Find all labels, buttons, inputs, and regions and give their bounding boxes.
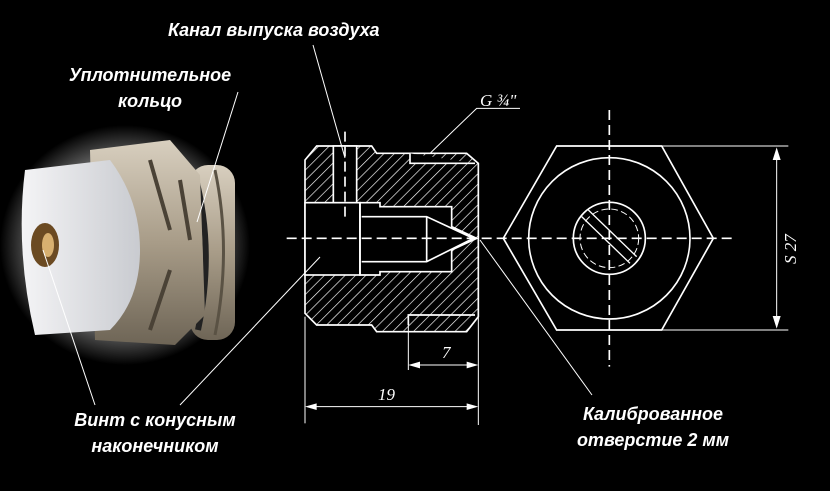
- dim-thread-length: 7: [442, 343, 452, 362]
- label-line: Калиброванное: [582, 404, 724, 424]
- label-line: Винт с конусным: [74, 410, 236, 430]
- label-air-channel: Канал выпуска воздуха: [168, 20, 380, 40]
- leader-lines: [42, 44, 593, 406]
- dim-hex: S 27: [781, 233, 800, 264]
- section-view: [286, 107, 789, 425]
- thread-label: G ¾": [480, 91, 517, 110]
- label-line: кольцо: [118, 91, 182, 111]
- label-line: наконечником: [91, 436, 219, 456]
- dim-length: 19: [378, 385, 396, 404]
- label-cone-screw: Винт с конусным наконечником: [30, 407, 280, 459]
- label-line: отверстие 2 мм: [576, 430, 730, 450]
- label-seal-ring: Уплотнительное кольцо: [40, 62, 260, 114]
- label-line: Уплотнительное: [68, 65, 232, 85]
- label-calibrated-hole: Калиброванное отверстие 2 мм: [548, 401, 758, 453]
- fitting-photo: [0, 125, 250, 365]
